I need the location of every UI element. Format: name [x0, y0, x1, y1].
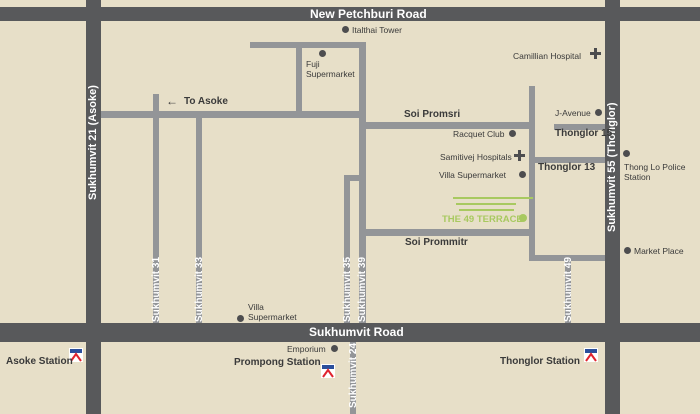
- label-samitivej-hospitals: Samitivej Hospitals: [440, 152, 512, 162]
- label-sukhumvit-49: Sukhumvit 49: [563, 256, 574, 322]
- label-sukhumvit-35: Sukhumvit 35: [342, 256, 353, 322]
- label-to-asoke: To Asoke: [184, 96, 228, 107]
- road-thonglor-13: [532, 157, 610, 163]
- to-asoke-arrow-icon: ←: [166, 94, 178, 108]
- road-new-petchburi: [0, 7, 700, 21]
- lane-top-connector: [250, 42, 362, 48]
- label-soi-prommitr: Soi Prommitr: [405, 237, 468, 248]
- road-sukhumvit-33: [196, 112, 202, 325]
- road-sukhumvit-39: [359, 42, 366, 332]
- road-sukhumvit-55: [605, 0, 620, 414]
- label-asoke-station: Asoke Station: [6, 356, 73, 367]
- road-thonglor-15: [554, 124, 610, 130]
- road-sukhumvit: [0, 323, 700, 342]
- camillian-hospital-cross-icon: [590, 48, 601, 59]
- label-villa-supermarket-right: Villa Supermarket: [439, 170, 506, 180]
- thonglor-bts-icon: [584, 348, 598, 362]
- label-sukhumvit-road: Sukhumvit Road: [309, 325, 404, 339]
- label-villa-supermarket-left: Villa Supermarket: [248, 302, 297, 322]
- road-sukhumvit-24: [350, 342, 356, 414]
- lane-35-top: [344, 175, 362, 181]
- road-sukhumvit-21: [86, 0, 101, 414]
- label-camillian-hospital: Camillian Hospital: [513, 51, 582, 61]
- road-sukhumvit-35: [344, 175, 350, 325]
- road-thonglor-connector: [529, 86, 535, 258]
- label-sukhumvit-31: Sukhumvit 31: [151, 256, 162, 322]
- road-sukhumvit-31: [153, 112, 159, 325]
- lane-fuji-left: [296, 42, 302, 114]
- label-racquet-club: Racquet Club: [453, 129, 505, 139]
- fuji-supermarket-marker-icon: [319, 50, 326, 57]
- label-thonglor-station: Thonglor Station: [500, 356, 580, 367]
- label-sukhumvit-33: Sukhumvit 33: [194, 256, 205, 322]
- j-avenue-marker-icon: [595, 109, 602, 116]
- label-the-49-terrace: THE 49 TERRACE: [442, 214, 523, 225]
- emporium-marker-icon: [331, 345, 338, 352]
- road-soi-promsri: [100, 111, 362, 118]
- road-soi-promsri-east: [362, 122, 532, 129]
- road-sukhumvit-49: [565, 255, 571, 325]
- label-sukhumvit-21: Sukhumvit 21 (Asoke): [87, 85, 99, 200]
- italthai-tower-marker-icon: [342, 26, 349, 33]
- label-new-petchburi-road: New Petchburi Road: [310, 7, 427, 21]
- label-prompong-station: Prompong Station: [234, 357, 321, 368]
- label-market-place: Market Place: [634, 246, 684, 256]
- terrace-stripe: [453, 197, 533, 199]
- label-soi-promsri: Soi Promsri: [404, 109, 461, 120]
- villa-supermarket-right-marker-icon: [519, 171, 526, 178]
- label-thonglor-13: Thonglor 13: [538, 162, 596, 173]
- label-italthai-tower: Italthai Tower: [352, 25, 402, 35]
- label-sukhumvit-39: Sukhumvit 39: [357, 256, 368, 322]
- asoke-bts-icon: [69, 348, 83, 362]
- terrace-stripe: [456, 203, 516, 205]
- label-j-avenue: J-Avenue: [555, 108, 591, 118]
- the-49-terrace-marker-icon: [519, 214, 527, 222]
- label-emporium: Emporium: [287, 344, 326, 354]
- market-place-marker-icon: [624, 247, 631, 254]
- racquet-club-marker-icon: [509, 130, 516, 137]
- label-thonglor-15: Thonglor 15: [555, 128, 613, 139]
- label-sukhumvit-24: Sukhumvit 24: [348, 342, 359, 408]
- villa-supermarket-left-marker-icon: [237, 315, 244, 322]
- police-station-marker-icon: [623, 150, 630, 157]
- prompong-bts-icon: [321, 364, 335, 378]
- road-soi-prommitr: [362, 229, 532, 236]
- lane-to-asoke: [153, 94, 159, 114]
- samitivej-hospital-cross-icon: [514, 150, 525, 161]
- label-sukhumvit-55: Sukhumvit 55 (Thonglor): [606, 102, 618, 232]
- label-fuji-supermarket: Fuji Supermarket: [306, 59, 355, 79]
- terrace-stripe: [459, 209, 514, 211]
- label-police-station: Thong Lo Police Station: [624, 162, 686, 182]
